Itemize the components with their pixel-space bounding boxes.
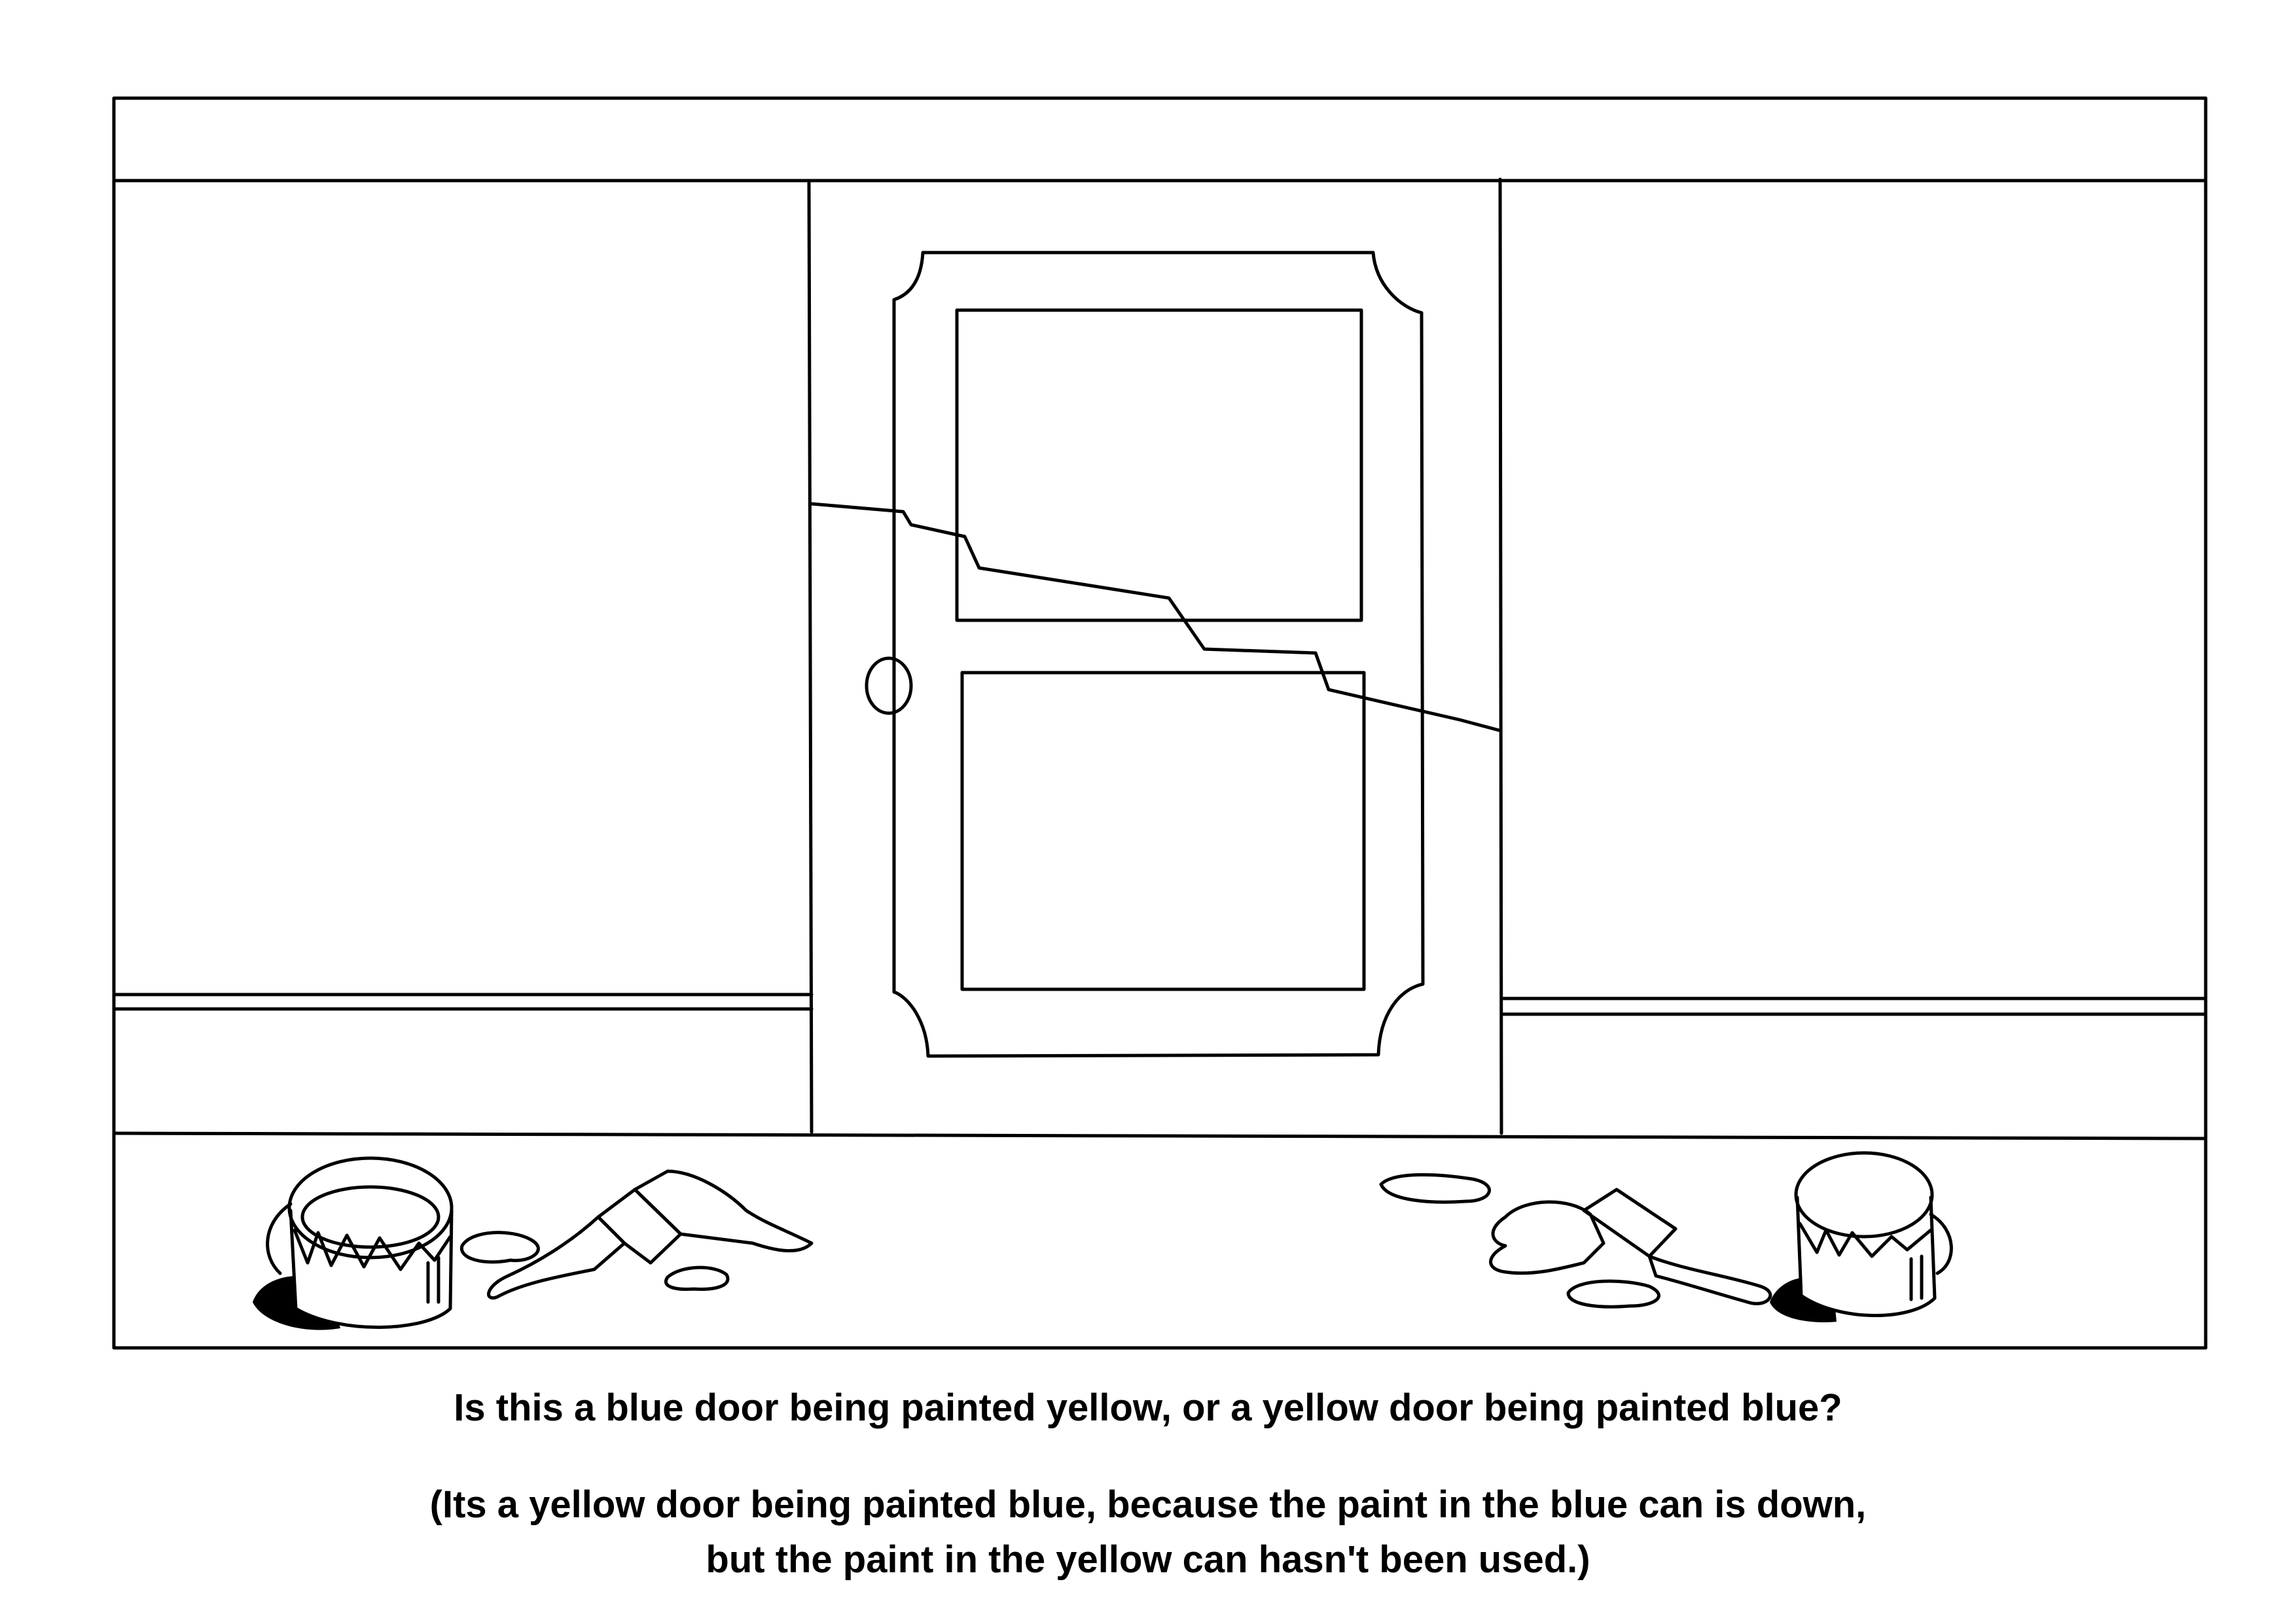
right-can-ribs bbox=[1909, 1254, 1924, 1301]
left-paint-puddle-2 bbox=[664, 1265, 730, 1291]
caption-answer-line-1: (Its a yellow door being painted blue, b… bbox=[429, 1483, 1867, 1526]
right-paint-puddle-1 bbox=[1379, 1173, 1491, 1204]
floor-line bbox=[112, 1131, 2208, 1140]
right-paint-puddle-2 bbox=[1566, 1279, 1660, 1309]
left-brush-ferrule bbox=[596, 1188, 683, 1265]
right-brush-handle bbox=[1647, 1254, 1772, 1305]
door-upper-window bbox=[955, 308, 1363, 622]
door-lower-window bbox=[960, 671, 1366, 991]
right-can-body bbox=[1795, 1195, 1937, 1317]
right-brush-bristles bbox=[1489, 1200, 1605, 1275]
left-paint-puddle-1 bbox=[459, 1231, 540, 1264]
right-brush-ferrule bbox=[1582, 1188, 1677, 1258]
room-frame bbox=[112, 96, 2208, 1350]
left-can-ribs bbox=[426, 1256, 440, 1304]
left-brush-bristles bbox=[633, 1169, 814, 1252]
right-can-rim bbox=[1794, 1151, 1934, 1239]
door-left-edge bbox=[807, 179, 814, 1134]
right-can-handle bbox=[1929, 1212, 1953, 1275]
paint-boundary-line bbox=[810, 502, 1501, 732]
right-brush bbox=[1489, 1188, 1772, 1305]
door-inset-panel bbox=[892, 251, 1425, 1058]
left-brush bbox=[487, 1169, 814, 1299]
door bbox=[807, 177, 1503, 1135]
right-can-drips bbox=[1798, 1222, 1933, 1258]
left-can-handle bbox=[266, 1202, 293, 1275]
caption-question: Is this a blue door being painted yellow… bbox=[454, 1386, 1842, 1429]
door-right-edge bbox=[1498, 177, 1503, 1135]
left-brush-handle bbox=[487, 1215, 626, 1299]
left-can-drips bbox=[293, 1228, 452, 1271]
left-paint-can bbox=[253, 1156, 454, 1330]
door-knob bbox=[865, 656, 913, 715]
right-paint-can bbox=[1770, 1151, 1953, 1322]
caption-answer-line-2: but the paint in the yellow can hasn't b… bbox=[706, 1538, 1590, 1581]
left-can-paint-surface bbox=[300, 1185, 440, 1249]
